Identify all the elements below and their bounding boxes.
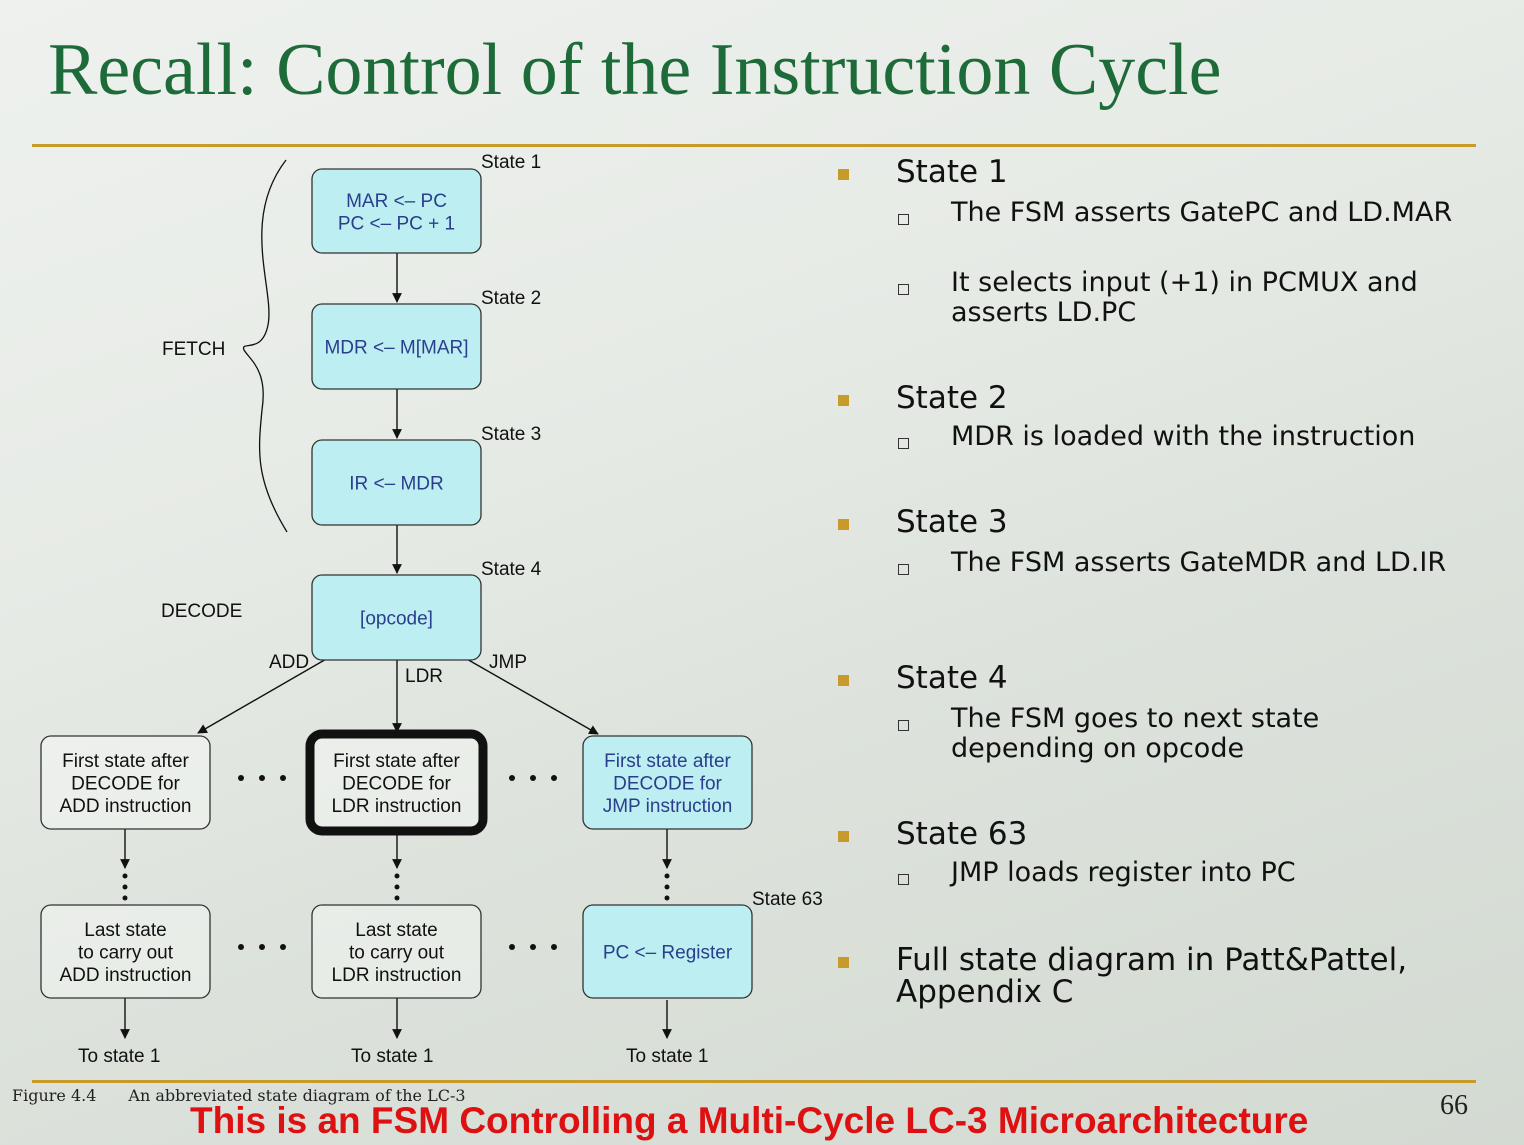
state-box-s63: PC <– Register [582,904,753,999]
figure-caption: Figure 4.4 An abbreviated state diagram o… [12,1086,466,1105]
state-box-s3: IR <– MDR [311,439,482,526]
bullet-title: State 63 [896,816,1028,852]
state-box-text: DECODE for [613,774,722,795]
state-box-text: to carry out [349,943,445,964]
vertical-ellipsis [122,873,670,901]
state-4-label: State 4 [481,559,542,580]
page-number: 66 [1440,1090,1468,1121]
state-box-s4: [opcode] [311,574,482,661]
state-box-text: First state after [62,751,189,772]
column-connectors [120,829,672,1039]
sub-bullet-text: The FSM asserts GatePC and LD.MAR [951,197,1453,228]
branch-ldr-label: LDR [405,666,443,687]
horizontal-ellipsis [238,775,557,950]
bullet-title: State 4 [896,660,1008,696]
state-63-label: State 63 [752,889,823,910]
state-box-text: to carry out [78,943,174,964]
bullet-square-icon [838,395,849,406]
state-box-text: DECODE for [342,774,451,795]
state-box-text: LDR instruction [332,965,462,986]
state-1-label: State 1 [481,152,541,173]
branch-add-label: ADD [269,652,309,673]
to-state-label-add: To state 1 [78,1046,160,1067]
to-state-label-ldr: To state 1 [351,1046,433,1067]
to-state-label-jmp: To state 1 [626,1046,708,1067]
sub-bullet-square-icon [898,438,909,449]
decode-label: DECODE [161,601,242,622]
sub-bullet-square-icon [898,214,909,225]
sub-bullet-text: JMP loads register into PC [951,857,1296,888]
branch-jmp-label: JMP [489,652,527,673]
bullet-square-icon [838,169,849,180]
bullet-square-icon [838,519,849,530]
bullet-title: State 1 [896,154,1008,190]
state-box-text: JMP instruction [603,796,733,817]
state-box-text: First state after [333,751,460,772]
footer-note: This is an FSM Controlling a Multi-Cycle… [190,1100,1309,1141]
state-box-text: Last state [84,920,166,941]
state-box-text: ADD instruction [60,965,192,986]
sub-bullet-text: The FSM asserts GateMDR and LD.IR [951,547,1447,578]
figure-number: Figure 4.4 [12,1086,97,1105]
sub-bullet-text: MDR is loaded with the instruction [951,421,1416,452]
slide-title: Recall: Control of the Instruction Cycle [48,29,1222,111]
bullet-square-icon [838,831,849,842]
state-box-text: PC <– Register [603,943,733,964]
sub-bullet-square-icon [898,284,909,295]
state-diagram: FETCH DECODE State 1 State 2 State 3 Sta… [40,152,823,1067]
state-box-text: MAR <– PC [346,191,447,212]
state-box-text: [opcode] [360,609,433,630]
bullet-square-icon [838,675,849,686]
fetch-label: FETCH [162,339,225,360]
state-box-text: DECODE for [71,774,180,795]
sub-bullet-text: It selects input (+1) in PCMUX and asser… [951,267,1418,328]
bottom-divider [32,1080,1476,1083]
sub-bullet-square-icon [898,720,909,731]
state-box-text: LDR instruction [332,796,462,817]
state-box-text: Last state [355,920,437,941]
state-box-text: MDR <– M[MAR] [324,338,468,359]
state-box-text: PC <– PC + 1 [338,213,455,234]
top-divider [32,144,1476,147]
sub-bullet-square-icon [898,874,909,885]
state-box-s2: MDR <– M[MAR] [311,303,482,390]
bullet-title: State 3 [896,504,1008,540]
state-box-text: IR <– MDR [349,474,444,495]
bullet-title: Full state diagram in Patt&Pattel, Appen… [896,942,1408,1010]
bullet-square-icon [838,957,849,968]
sub-bullet-square-icon [898,564,909,575]
state-3-label: State 3 [481,424,541,445]
sub-bullet-text: The FSM goes to next state depending on … [951,703,1320,764]
fetch-brace [242,159,288,533]
state-box-text: ADD instruction [60,796,192,817]
figure-caption-text: An abbreviated state diagram of the LC-3 [128,1086,466,1105]
bullet-title: State 2 [896,380,1008,416]
state-2-label: State 2 [481,288,541,309]
state-box-text: First state after [604,751,731,772]
